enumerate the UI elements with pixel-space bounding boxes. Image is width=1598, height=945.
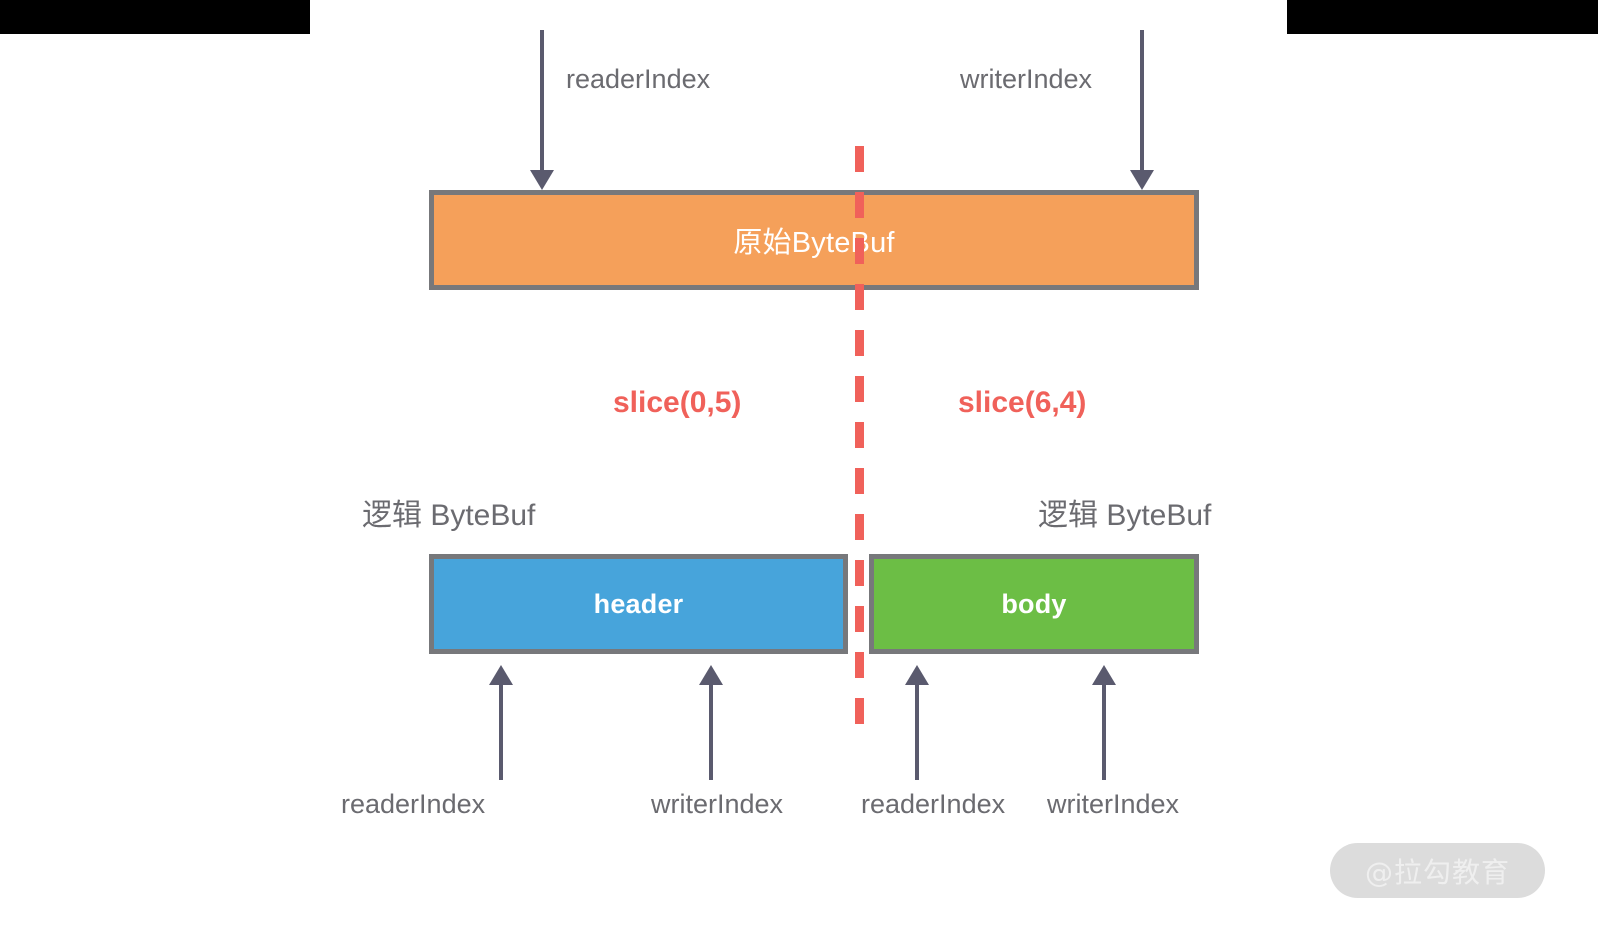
arrow-head	[905, 665, 929, 685]
arrow-shaft	[540, 30, 544, 170]
arrow-head	[699, 665, 723, 685]
original-bytebuf-box: 原始ByteBuf	[429, 190, 1199, 290]
arrow-head	[1130, 170, 1154, 190]
arrow-shaft	[709, 685, 713, 780]
body-bytebuf-label: body	[1001, 588, 1067, 619]
arrow-shaft	[1140, 30, 1144, 170]
header-bytebuf-label: header	[593, 588, 684, 619]
label-header-reader-index: readerIndex	[341, 789, 486, 819]
original-bytebuf-label: 原始ByteBuf	[733, 227, 895, 259]
label-logical-bytebuf-left: 逻辑 ByteBuf	[362, 499, 536, 532]
arrow-shaft	[1102, 685, 1106, 780]
arrow-down-writer-index	[1130, 30, 1154, 190]
watermark-text: @拉勾教育	[1364, 855, 1510, 889]
arrow-head	[530, 170, 554, 190]
body-bytebuf-box: body	[869, 554, 1199, 654]
arrow-head	[489, 665, 513, 685]
watermark-badge: @拉勾教育	[1330, 843, 1545, 898]
split-divider-dashed-line	[855, 146, 864, 738]
label-slice-left: slice(0,5)	[613, 386, 742, 419]
label-slice-right: slice(6,4)	[958, 386, 1087, 419]
arrow-shaft	[499, 685, 503, 780]
arrow-shaft	[915, 685, 919, 780]
arrow-up-body-writer-index	[1092, 665, 1116, 780]
label-top-reader-index: readerIndex	[566, 64, 711, 94]
label-header-writer-index: writerIndex	[651, 789, 784, 819]
label-body-reader-index: readerIndex	[861, 789, 1006, 819]
letterbox-bar-right	[1287, 0, 1598, 34]
arrow-head	[1092, 665, 1116, 685]
arrow-up-body-reader-index	[905, 665, 929, 780]
arrow-up-header-reader-index	[489, 665, 513, 780]
label-logical-bytebuf-right: 逻辑 ByteBuf	[1038, 499, 1212, 532]
label-top-writer-index: writerIndex	[960, 64, 1093, 94]
header-bytebuf-box: header	[429, 554, 848, 654]
label-body-writer-index: writerIndex	[1047, 789, 1180, 819]
letterbox-bar-left	[0, 0, 310, 34]
arrow-up-header-writer-index	[699, 665, 723, 780]
arrow-down-reader-index	[530, 30, 554, 190]
